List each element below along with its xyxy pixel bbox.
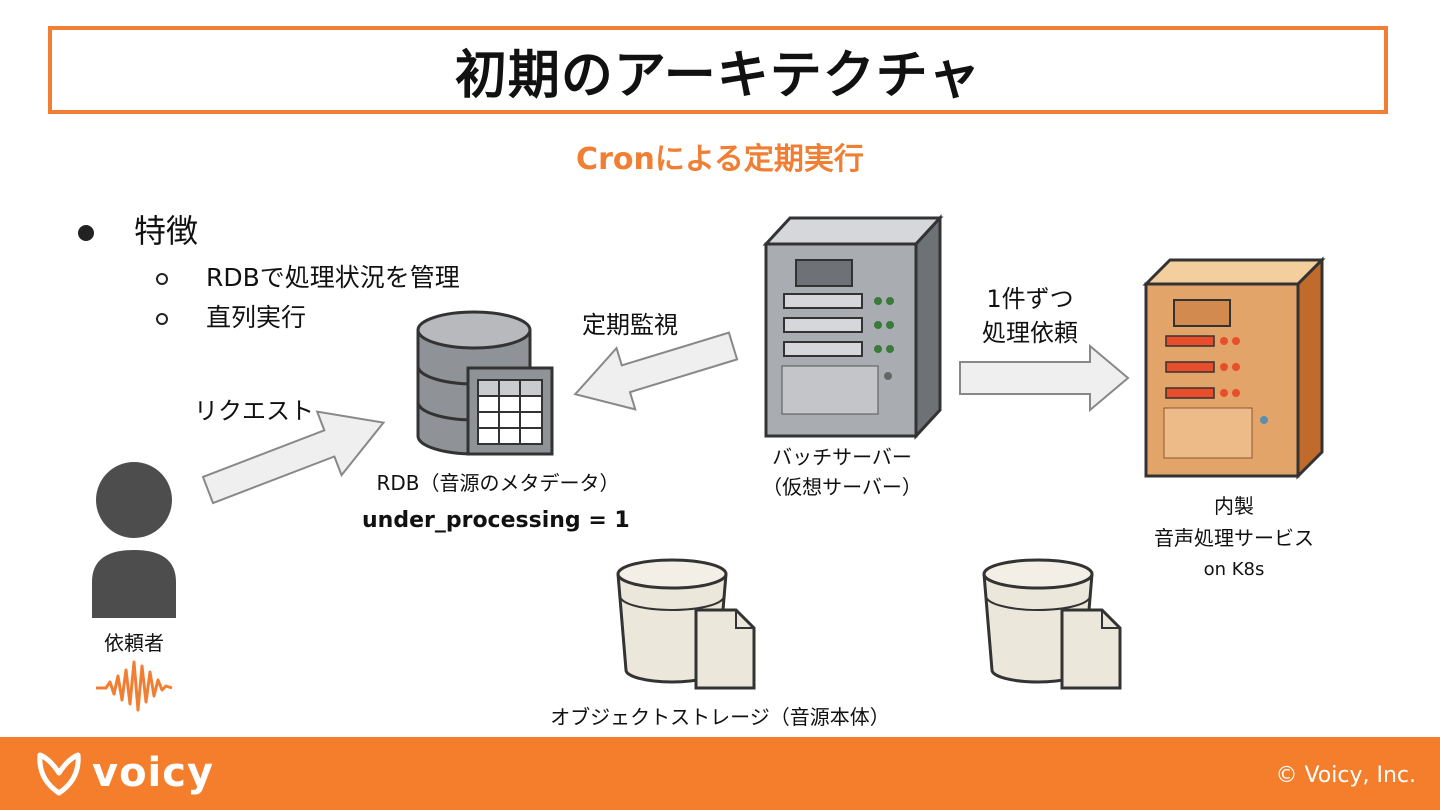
rdb-label: RDB（音源のメタデータ）	[376, 471, 620, 495]
request-label: リクエスト	[194, 397, 314, 425]
copyright-text: © Voicy, Inc.	[1275, 763, 1416, 788]
waveform-icon	[96, 660, 173, 712]
request-arrow-icon	[201, 410, 386, 505]
page-subtitle: Cronによる定期実行	[576, 142, 864, 177]
batch-server-label: バッチサーバー （仮想サーバー）	[762, 445, 922, 499]
feature-item: RDBで処理状況を管理	[156, 258, 460, 294]
person-icon	[92, 462, 176, 618]
service-label: 内製 音声処理サービス on K8s	[1154, 494, 1314, 580]
storage-label: オブジェクトストレージ（音源本体）	[550, 705, 890, 729]
dispatch-label: 1件ずつ 処理依頼	[982, 285, 1078, 347]
features-heading: 特徴	[78, 206, 198, 252]
dispatch-arrow-icon	[959, 343, 1130, 413]
batch-server-icon	[762, 214, 944, 440]
voicy-logo-icon	[37, 752, 81, 796]
service-server-icon	[1142, 256, 1326, 480]
monitor-arrow-icon	[573, 331, 739, 411]
title-frame: 初期のアーキテクチャ	[48, 26, 1388, 114]
rdb-state: under_processing = 1	[362, 508, 630, 533]
circle-bullet-icon	[156, 313, 168, 325]
table-icon	[466, 366, 554, 456]
bullet-icon	[78, 225, 94, 241]
footer-bar: voicy © Voicy, Inc.	[0, 737, 1440, 810]
circle-bullet-icon	[156, 273, 168, 285]
voicy-logo: voicy	[34, 749, 214, 797]
feature-item: 直列実行	[156, 298, 306, 334]
document-icon	[1060, 608, 1122, 690]
document-icon	[694, 608, 756, 690]
page-title: 初期のアーキテクチャ	[454, 45, 982, 106]
requester-label: 依頼者	[104, 631, 164, 655]
monitor-label: 定期監視	[582, 311, 678, 339]
architecture-diagram	[92, 214, 1326, 712]
